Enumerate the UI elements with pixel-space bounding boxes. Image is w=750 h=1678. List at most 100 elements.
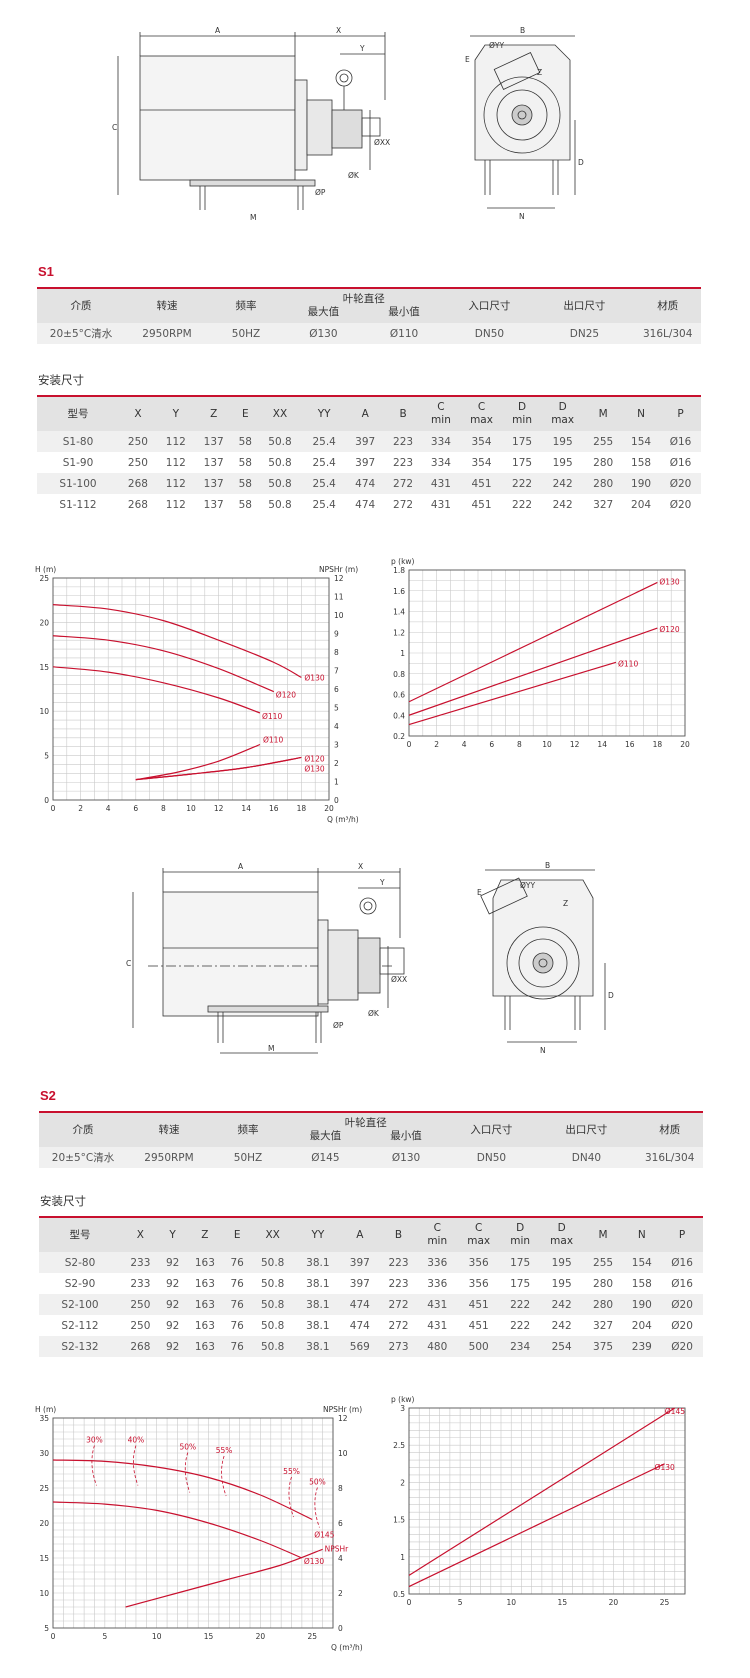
spec-value-freq: 50HZ [209,323,283,344]
dim-header-5: XX [250,1217,296,1252]
dim-cell: 327 [593,1319,614,1332]
spec-value-inlet: DN50 [446,1147,537,1168]
y2-tick-label: 10 [338,1449,348,1458]
s2-section-label: S2 [40,1088,56,1103]
dim-label-a-s2: A [238,862,244,871]
dim-label-b: B [520,26,525,35]
spec-header-impeller-title: 叶轮直径 [344,1117,387,1129]
dim-cell: 158 [631,1277,652,1290]
x-tick-label: 20 [324,804,334,813]
dim-header-7: A [340,1217,380,1252]
dim-label-p-s2: ØP [333,1021,344,1030]
y-tick-label: 10 [39,707,49,716]
dim-header-0: 型号 [39,1217,121,1252]
dim-cell: S2-90 [64,1277,96,1290]
x-tick-label: 10 [542,740,552,749]
dim-cell: 50.8 [257,473,303,494]
dim-cell: 50.8 [260,1277,285,1290]
series-label: Ø145 [665,1407,685,1416]
dim-cell: 112 [156,431,195,452]
dim-cell: 163 [185,1294,225,1315]
dim-cell: 195 [551,1277,572,1290]
y2-tick-label: 4 [334,722,339,731]
y-tick-label: 15 [39,1554,49,1563]
dim-label-k: ØK [348,171,360,180]
dim-cell: 163 [185,1336,225,1357]
spec-header-imp-max: 最大值 [307,306,340,318]
dim-cell: 234 [500,1336,540,1357]
dim-cell: Ø16 [669,456,692,469]
dim-cell: 204 [631,1319,652,1332]
dim-cell: Ø20 [660,473,701,494]
dim-header-4: E [232,396,258,431]
s2-dim-title: 安装尺寸 [40,1194,86,1208]
spec-header-imp-min: 最小值 [388,306,420,318]
series-label: Ø110 [618,659,638,668]
x-tick-label: 20 [609,1598,619,1605]
spec-header-outlet: 出口尺寸 [536,1112,637,1147]
y-tick-label: 35 [39,1414,49,1423]
dim-header-4: E [224,1217,251,1252]
dim-cell: 273 [379,1336,418,1357]
dim-label-x-s2: X [358,862,363,871]
y-tick-label: 30 [39,1449,49,1458]
series-line-0 [408,581,658,703]
dim-cell: 58 [238,456,252,469]
dim-cell: 223 [393,456,414,469]
efficiency-label: 30% [86,1436,103,1445]
dim-cell: 334 [422,431,460,452]
dim-header-7: A [346,396,385,431]
dim-cell: 76 [224,1294,251,1315]
spec-header-imp-max: 最大值 [309,1130,342,1142]
efficiency-label: 55% [216,1446,233,1455]
series-line-1 [408,1463,665,1588]
y2-tick-label: 4 [338,1554,343,1563]
dim-label-n-s2: N [540,1046,546,1055]
spec-header-medium: 介质 [39,1112,127,1147]
dim-cell: 175 [503,431,542,452]
dim-cell: 76 [224,1336,251,1357]
y2-tick-label: 1 [334,778,339,787]
y2-tick-label: 0 [334,796,339,805]
dim-cell: S2-132 [39,1336,121,1357]
dim-cell: 250 [127,456,148,469]
series-label: Ø130 [304,764,324,773]
dim-header-1: X [121,1217,160,1252]
y-tick-label: 1.8 [393,566,405,575]
dim-label-y-s2: Y [379,878,385,887]
dim-cell: Ø20 [671,1319,693,1332]
y-axis-label: H (m) [35,565,56,574]
dim-label-y: Y [359,44,365,53]
x-tick-label: 20 [256,1632,266,1641]
spec-value-medium: 20±5°C清水 [37,323,125,344]
series-line-1 [52,635,275,693]
series-label: Ø145 [314,1531,334,1540]
dim-cell: 268 [121,1336,160,1357]
y-axis-label: p (kw) [391,1395,415,1404]
dim-label-m: M [250,213,256,220]
x-tick-label: 6 [489,740,494,749]
dim-header-3: Z [194,396,233,431]
spec-header-freq: 频率 [209,288,283,323]
dim-header-6: YY [302,396,347,431]
spec-value-medium: 20±5°C清水 [39,1147,127,1168]
s2-side-view-drawing: A X Y C M ØXX ØK ØP [126,862,407,1054]
efficiency-contour [221,1455,227,1497]
series-label: NPSHr [325,1544,350,1553]
dim-label-b-s2: B [545,861,550,870]
dim-cell: 195 [552,456,573,469]
dim-header-13: M [584,396,623,431]
dim-cell: Ø16 [671,1277,693,1290]
spec-value-inlet: DN50 [444,323,535,344]
x-tick-label: 10 [152,1632,162,1641]
dim-cell: 250 [121,1294,160,1315]
y-tick-label: 1.6 [393,587,405,596]
